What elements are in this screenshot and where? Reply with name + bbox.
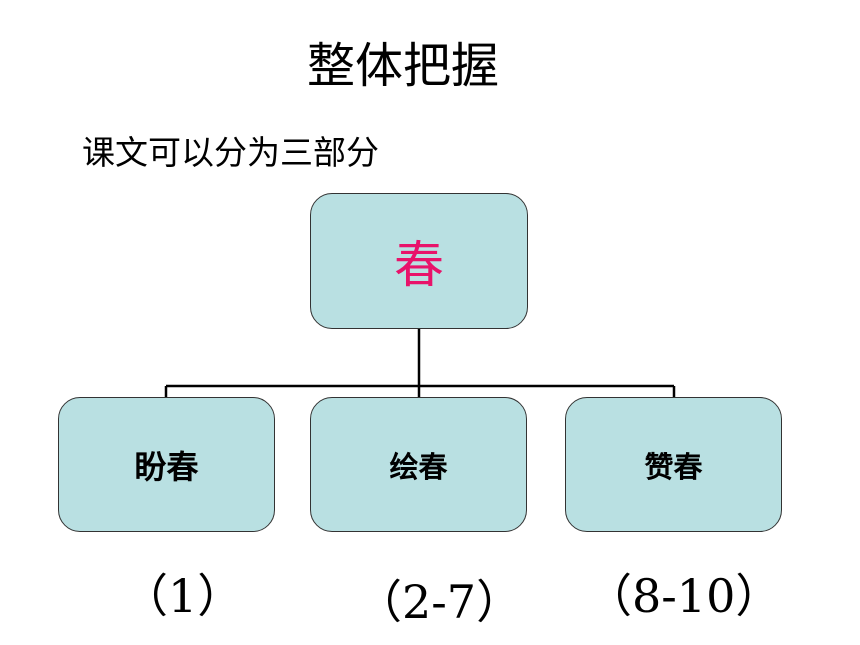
root-label: 春 <box>394 236 444 294</box>
root-node: 春 <box>310 193 528 329</box>
child-label-2: 绘春 <box>389 449 448 484</box>
slide-subtitle: 课文可以分为三部分 <box>82 133 379 172</box>
range-label-2: （2-7） <box>356 575 523 629</box>
range-label-1: （1） <box>122 569 244 623</box>
child-label-3: 赞春 <box>644 449 703 484</box>
child-node-2: 绘春 <box>310 397 527 532</box>
child-node-1: 盼春 <box>58 397 275 532</box>
child-label-1: 盼春 <box>134 447 199 486</box>
range-label-3: （8-10） <box>586 569 782 623</box>
child-node-3: 赞春 <box>565 397 782 532</box>
slide-title: 整体把握 <box>306 38 499 94</box>
